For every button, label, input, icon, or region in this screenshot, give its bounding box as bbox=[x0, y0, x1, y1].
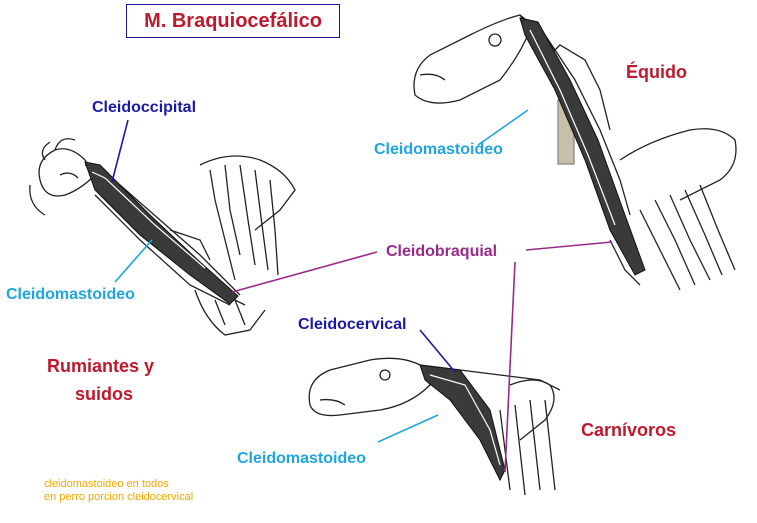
label-cleidocervical: Cleidocervical bbox=[298, 316, 407, 333]
footnote-line1: cleidomastoideo en todos bbox=[44, 478, 169, 490]
leader-cleidomastoideo-car bbox=[377, 414, 439, 443]
label-cleidomastoideo-carnivoros: Cleidomastoideo bbox=[237, 450, 366, 467]
leader-cleidomastoideo-equ bbox=[477, 109, 529, 146]
ruminant-muscle-line bbox=[91, 171, 206, 269]
horse-muscle-band bbox=[519, 17, 646, 276]
dog-muscle-line bbox=[429, 374, 501, 466]
leader-cleidoccipital bbox=[111, 119, 129, 183]
footnote: cleidomastoideo en todos en perro porcio… bbox=[44, 478, 193, 504]
leader-cleidocervical bbox=[419, 329, 456, 373]
dog-muscle-band bbox=[419, 364, 506, 482]
species-equido: Équido bbox=[626, 62, 687, 82]
species-carnivoros: Carnívoros bbox=[581, 420, 677, 440]
footnote-line2: en perro porcion cleidocervical bbox=[44, 491, 194, 503]
label-cleidoccipital: Cleidoccipital bbox=[92, 99, 197, 116]
label-cleidomastoideo-equido: Cleidomastoideo bbox=[374, 141, 503, 158]
leader-cleidobraquial-equ bbox=[525, 241, 613, 251]
page-title: M. Braquiocefálico bbox=[126, 4, 340, 38]
ruminant-muscle-band bbox=[84, 161, 239, 305]
label-cleidobraquial: Cleidobraquial bbox=[386, 243, 498, 260]
species-rumiantes-line1: Rumiantes y bbox=[47, 356, 155, 376]
leader-cleidomastoideo-rum bbox=[114, 239, 153, 283]
species-rumiantes-line2: suidos bbox=[75, 384, 134, 404]
horse-muscle-line bbox=[529, 29, 616, 226]
leader-cleidobraquial-rum bbox=[231, 251, 378, 293]
label-cleidomastoideo-rumiantes: Cleidomastoideo bbox=[6, 286, 135, 303]
leader-cleidobraquial-car bbox=[504, 261, 516, 473]
